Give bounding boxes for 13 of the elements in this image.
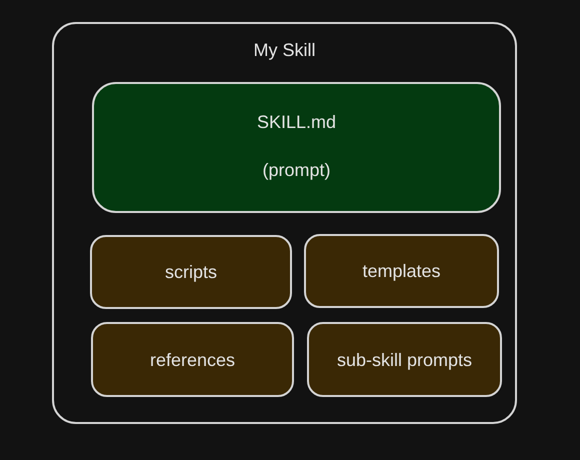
box-label: templates xyxy=(361,260,442,283)
box-label: SKILL.md xyxy=(256,111,338,134)
component-box xyxy=(90,235,292,309)
main-file-box xyxy=(92,82,501,213)
container-box xyxy=(52,22,517,424)
component-box xyxy=(304,234,499,308)
box-label: sub-skill prompts xyxy=(336,348,474,372)
component-box xyxy=(91,322,294,397)
box-sublabel: (prompt) xyxy=(261,159,332,182)
container-title: My Skill xyxy=(252,39,316,61)
component-box xyxy=(307,322,502,397)
box-label: scripts xyxy=(164,261,218,284)
box-label: references xyxy=(148,348,236,372)
